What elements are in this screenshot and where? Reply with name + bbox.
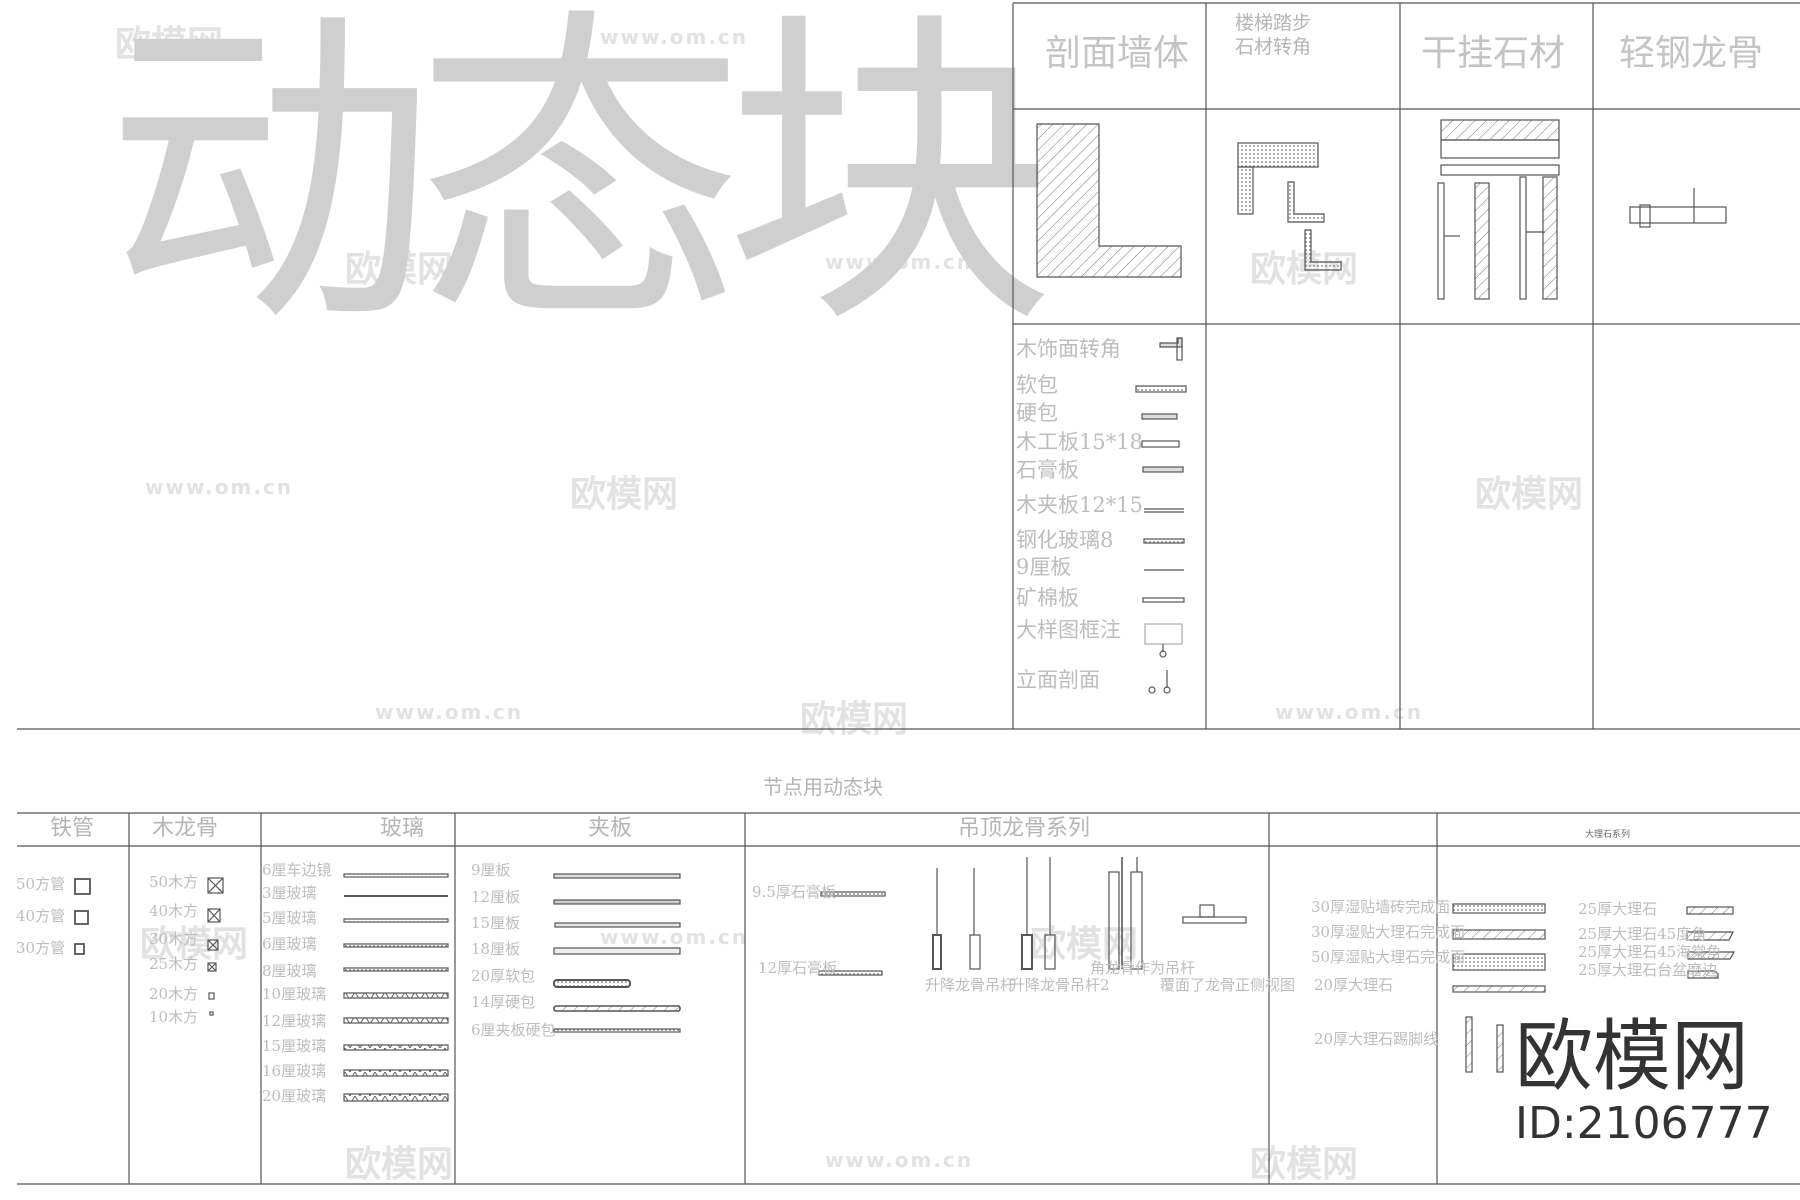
stone-finish-symbols [1452,903,1736,1073]
brand-logo-text: 欧模网 [1515,1012,1750,1102]
list-item: 30厚湿贴墙砖完成面 [1311,898,1451,916]
list-item: 15厘板 [471,914,521,932]
list-item: 40木方 [149,902,199,920]
header-stair-line2: 石材转角 [1235,36,1312,58]
list-item: 25木方 [149,955,199,973]
list-item: 25厚大理石 [1578,900,1658,918]
list-item: 软包 [1016,373,1058,397]
header-section-wall: 剖面墙体 [1045,33,1190,74]
list-item: 25厚大理石台盆磨边 [1578,961,1718,979]
brand-watermark: 欧模网 ID:2106777 [1515,1018,1773,1146]
ceiling-keel-symbols [818,857,1247,976]
top-table-grid [17,2,1800,730]
watermark-logo: 欧模网 [1250,1144,1359,1185]
watermark-logo: 欧模网 [1475,474,1584,515]
list-item: 20厚大理石 [1314,976,1394,994]
list-item: 8厘玻璃 [262,962,317,980]
list-item: 50厚湿贴大理石完成面 [1311,948,1466,966]
list-item: 12厘玻璃 [262,1012,327,1030]
watermark-logo: 欧模网 [570,474,679,515]
header-iron-pipe: 铁管 [50,816,95,841]
list-item: 9厘板 [471,861,511,879]
header-plywood: 夹板 [588,816,633,841]
watermark-url: www.om.cn [825,250,974,274]
watermark-logo: 欧模网 [115,24,224,65]
top-list-symbols [1135,337,1187,694]
header-wood-keel: 木龙骨 [152,816,219,841]
watermark-url: www.om.cn [1275,700,1424,724]
list-item: 9厘板 [1016,555,1072,579]
list-item: 钢化玻璃8 [1016,528,1114,552]
list-item: 30方管 [16,939,66,957]
list-item: 10厘玻璃 [262,985,327,1003]
list-item: 30厚湿贴大理石完成面 [1311,923,1466,941]
list-item: 16厘玻璃 [262,1062,327,1080]
caption: 覆面了龙骨正侧视图 [1160,976,1296,994]
list-item: 5厘玻璃 [262,909,317,927]
list-item: 6厘车边镜 [262,861,332,879]
dry-hung-stone-shapes [1437,119,1560,300]
header-ceiling-keel: 吊顶龙骨系列 [958,816,1091,841]
watermark-logo: 欧模网 [800,699,909,740]
list-item: 50方管 [16,875,66,893]
list-item: 12厚石膏板 [758,959,838,977]
list-item: 30木方 [149,930,199,948]
brand-id: ID:2106777 [1515,1098,1773,1149]
watermark-url: www.om.cn [145,475,294,499]
list-item: 大样图框注 [1016,618,1121,642]
watermark-url: www.om.cn [375,700,524,724]
iron-pipe-symbols [74,878,91,955]
list-item: 15厘玻璃 [262,1037,327,1055]
watermark-url: www.om.cn [600,925,749,949]
bottom-table-grid [17,812,1800,1185]
main-title: 动态块 [105,0,1055,367]
list-item: 18厘板 [471,940,521,958]
list-item: 9.5厚石膏板 [752,883,836,901]
caption: 角龙骨作为吊杆 [1090,959,1196,977]
list-item: 20厚大理石踢脚线 [1314,1030,1439,1048]
list-item: 50木方 [149,873,199,891]
plywood-symbols [553,873,681,1033]
list-item: 3厘玻璃 [262,884,317,902]
list-item: 20厘玻璃 [262,1087,327,1105]
list-item: 20木方 [149,985,199,1003]
list-item: 矿棉板 [1016,586,1079,610]
watermark-logo: 欧模网 [345,249,454,290]
list-item: 40方管 [16,907,66,925]
list-item: 6厘夹板硬包 [471,1021,556,1039]
watermark-logo: 欧模网 [1030,924,1139,965]
watermark-logo: 欧模网 [140,924,249,965]
header-dry-hung-stone: 干挂石材 [1421,33,1566,74]
caption: 升降龙骨吊杆 [925,976,1016,994]
list-item: 石膏板 [1016,458,1079,482]
stair-step-shapes [1237,142,1342,271]
section-wall-shape [1036,123,1182,278]
list-item: 木饰面转角 [1016,337,1121,361]
list-item: 木夹板12*15 [1016,493,1143,517]
list-item: 10木方 [149,1008,199,1026]
list-item: 12厘板 [471,888,521,906]
list-item: 14厚硬包 [471,993,536,1011]
watermark-url: www.om.cn [825,1148,974,1172]
header-marble-series: 大理石系列 [1585,830,1631,840]
caption: 升降龙骨吊杆2 [1010,976,1110,994]
header-light-steel-keel: 轻钢龙骨 [1619,33,1764,74]
list-item: 25厚大理石45度角 [1578,925,1707,943]
list-item: 6厘玻璃 [262,935,317,953]
section-title: 节点用动态块 [763,775,883,799]
list-item: 25厚大理石45海棠角 [1578,943,1722,961]
glass-symbols [343,873,449,1102]
list-item: 立面剖面 [1016,668,1100,692]
header-stair-line1: 楼梯踏步 [1235,12,1312,34]
list-item: 20厚软包 [471,967,536,985]
watermark-url: www.om.cn [600,25,749,49]
light-steel-keel-shape [1629,188,1727,228]
watermark-logo: 欧模网 [345,1144,454,1185]
list-item: 木工板15*18 [1016,430,1143,454]
wood-keel-symbols [207,877,224,1016]
list-item: 硬包 [1016,401,1058,425]
header-glass: 玻璃 [380,816,425,841]
